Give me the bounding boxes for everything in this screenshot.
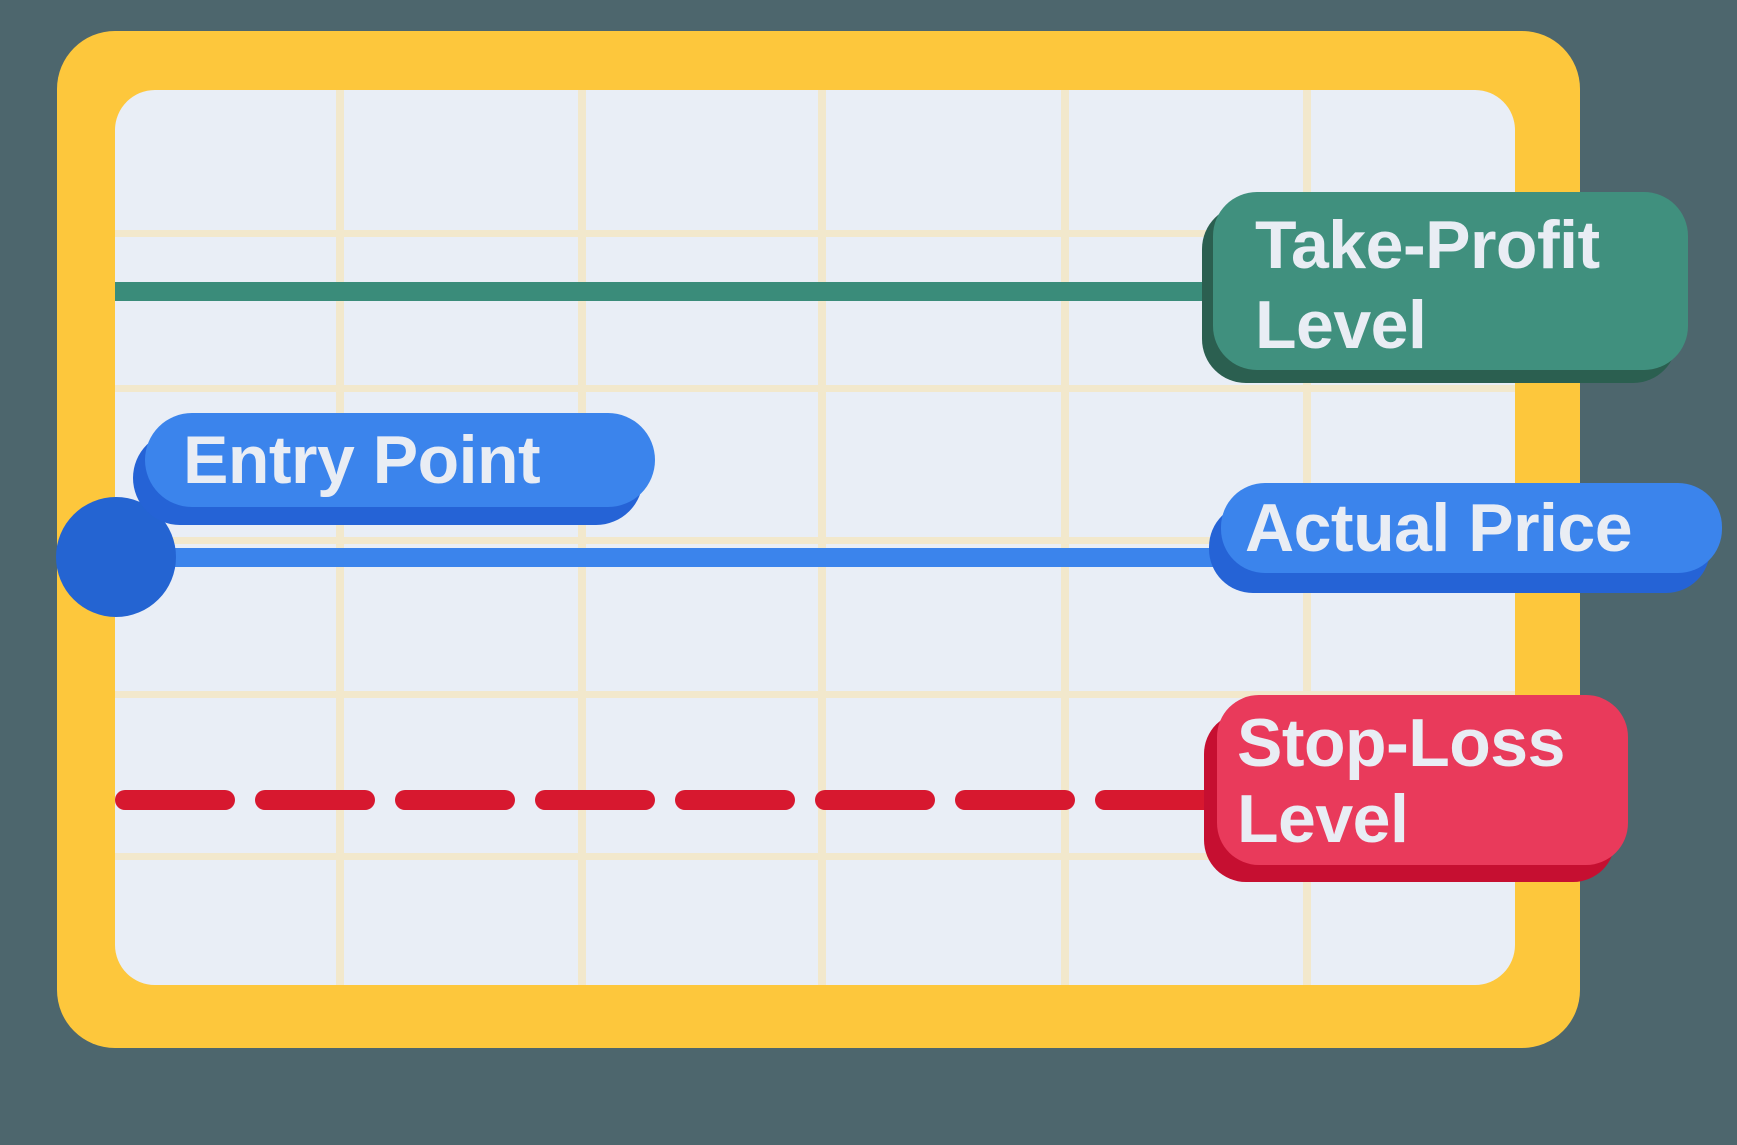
entry-point-marker (56, 497, 176, 617)
take-profit-line (115, 282, 1515, 301)
stop-loss-label-line1: Stop-Loss (1237, 705, 1565, 781)
grid-line-horizontal (115, 537, 1515, 544)
actual-price-label: Actual Price (1245, 490, 1633, 566)
take-profit-badge: Take-Profit Level (1213, 192, 1688, 370)
actual-price-badge: Actual Price (1221, 483, 1722, 573)
entry-point-badge: Entry Point (145, 413, 655, 507)
stop-loss-badge: Stop-Loss Level (1217, 695, 1628, 865)
grid-line-horizontal (115, 230, 1515, 237)
stop-loss-line (115, 790, 1225, 810)
stop-loss-label-line2: Level (1237, 781, 1409, 857)
grid-line-horizontal (115, 385, 1515, 392)
grid-line-horizontal (115, 853, 1515, 860)
actual-price-line (115, 548, 1515, 567)
grid-line-horizontal (115, 691, 1515, 698)
take-profit-label-line2: Level (1255, 287, 1427, 363)
entry-point-label: Entry Point (183, 422, 541, 498)
take-profit-label-line1: Take-Profit (1255, 207, 1600, 283)
